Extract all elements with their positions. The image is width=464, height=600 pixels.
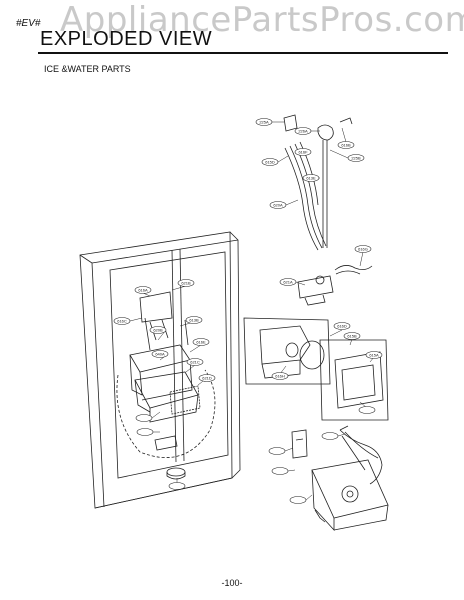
callout-label: 621A [283, 280, 293, 285]
dispenser-bottom-part [166, 467, 186, 480]
callout-label: 620B [153, 328, 163, 333]
callout-labels: 225A 226A 616B 615D 616F 225B 613E 620A … [117, 120, 379, 381]
callout-label: 616B [341, 143, 351, 148]
callout-label: 616F [298, 150, 308, 155]
section-tag: #EV# [16, 18, 41, 29]
section-subtitle: ICE &WATER PARTS [44, 64, 131, 74]
callout-label: 615B [347, 334, 357, 339]
callout-bubbles [113, 118, 383, 504]
refrigerator-cabinet [79, 231, 241, 509]
callout-label: 616A [138, 288, 148, 293]
callout-label: 613B [189, 318, 199, 323]
callout-label: 616C [117, 319, 127, 324]
ice-maker-assembly [116, 291, 216, 458]
leader-lines [129, 121, 375, 501]
callout-label: 616H [275, 374, 285, 379]
callout-label: 616D [337, 324, 347, 329]
callout-label: 225B [351, 156, 361, 161]
callout-label: 225A [259, 120, 269, 125]
auger-motor-panel [243, 317, 331, 385]
callout-label: 640A [155, 352, 165, 357]
watermark-text: AppliancePartsPros.com [60, 0, 464, 40]
dispenser-cover [311, 459, 389, 532]
callout-label: 615D [265, 160, 275, 165]
callout-label: 621C [190, 360, 200, 365]
water-valve-assembly [297, 265, 373, 306]
water-tube-assembly [283, 114, 353, 251]
callout-label: 620A [273, 203, 283, 208]
callout-label: 616E [196, 340, 206, 345]
page-title: EXPLODED VIEW [40, 28, 213, 50]
callout-label: 621B [181, 281, 191, 286]
page-number: -100- [221, 578, 243, 588]
dispenser-switch-assembly [291, 425, 383, 485]
callout-label: 226A [298, 129, 308, 134]
callout-label: 615A [369, 353, 379, 358]
title-rule [38, 52, 448, 54]
callout-label: 616G [358, 247, 368, 252]
callout-label: 613E [306, 176, 316, 181]
bin-bracket-panel [319, 339, 389, 421]
callout-label: 621D [202, 376, 212, 381]
